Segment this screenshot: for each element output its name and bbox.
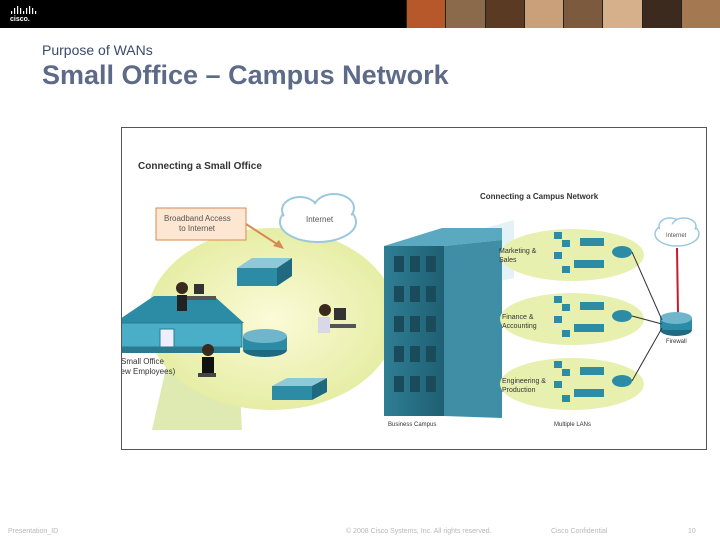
- dept-marketing-line2: Sales: [499, 257, 517, 264]
- multiple-lans-label: Multiple LANs: [554, 422, 591, 428]
- small-office-label-line2: (Few Employees): [122, 367, 176, 376]
- dept-finance-line2: Accounting: [502, 323, 537, 330]
- slide-subtitle: Purpose of WANs: [42, 42, 153, 58]
- internet-small-label: Internet: [666, 233, 687, 239]
- person-photo: [485, 0, 524, 28]
- footer-confidential: Cisco Confidential: [551, 528, 607, 535]
- dept-finance-line1: Finance &: [502, 314, 534, 321]
- diagram-canvas: Connecting a Small Office Small Office (…: [122, 128, 706, 449]
- people-photo-strip: [406, 0, 720, 28]
- firewall-router-icon: [660, 312, 692, 336]
- footer-copyright: © 2008 Cisco Systems, Inc. All rights re…: [346, 528, 492, 535]
- person-photo: [563, 0, 602, 28]
- footer-page-number: 10: [688, 528, 696, 535]
- router-icon: [243, 329, 287, 357]
- person-photo: [524, 0, 563, 28]
- internet-label: Internet: [306, 215, 334, 224]
- dept-engineering-line2: Production: [502, 387, 536, 394]
- person-photo: [642, 0, 681, 28]
- small-office-heading: Connecting a Small Office: [138, 161, 262, 172]
- small-office-label-line1: Small Office: [122, 357, 165, 366]
- person-photo: [406, 0, 445, 28]
- network-diagram: Connecting a Small Office Small Office (…: [121, 127, 707, 450]
- cisco-logo: cisco.: [8, 5, 46, 23]
- internet-cloud-small-icon: [655, 218, 699, 246]
- logo-text: cisco.: [10, 16, 30, 23]
- dept-engineering-line1: Engineering &: [502, 378, 546, 385]
- broadband-line1: Broadband Access: [164, 214, 231, 223]
- slide-title: Small Office – Campus Network: [42, 60, 449, 91]
- business-campus-building-icon: [384, 228, 502, 418]
- broadband-line2: to Internet: [179, 224, 216, 233]
- firewall-label: Firewall: [666, 339, 687, 345]
- dept-marketing-line1: Marketing &: [499, 248, 537, 255]
- campus-heading: Connecting a Campus Network: [480, 192, 599, 201]
- person-photo: [681, 0, 720, 28]
- top-banner: cisco.: [0, 0, 720, 28]
- person-photo: [602, 0, 641, 28]
- footer-presentation-id: Presentation_ID: [8, 528, 58, 535]
- wan-link: [677, 248, 678, 313]
- person-photo: [445, 0, 484, 28]
- business-campus-label: Business Campus: [388, 422, 436, 428]
